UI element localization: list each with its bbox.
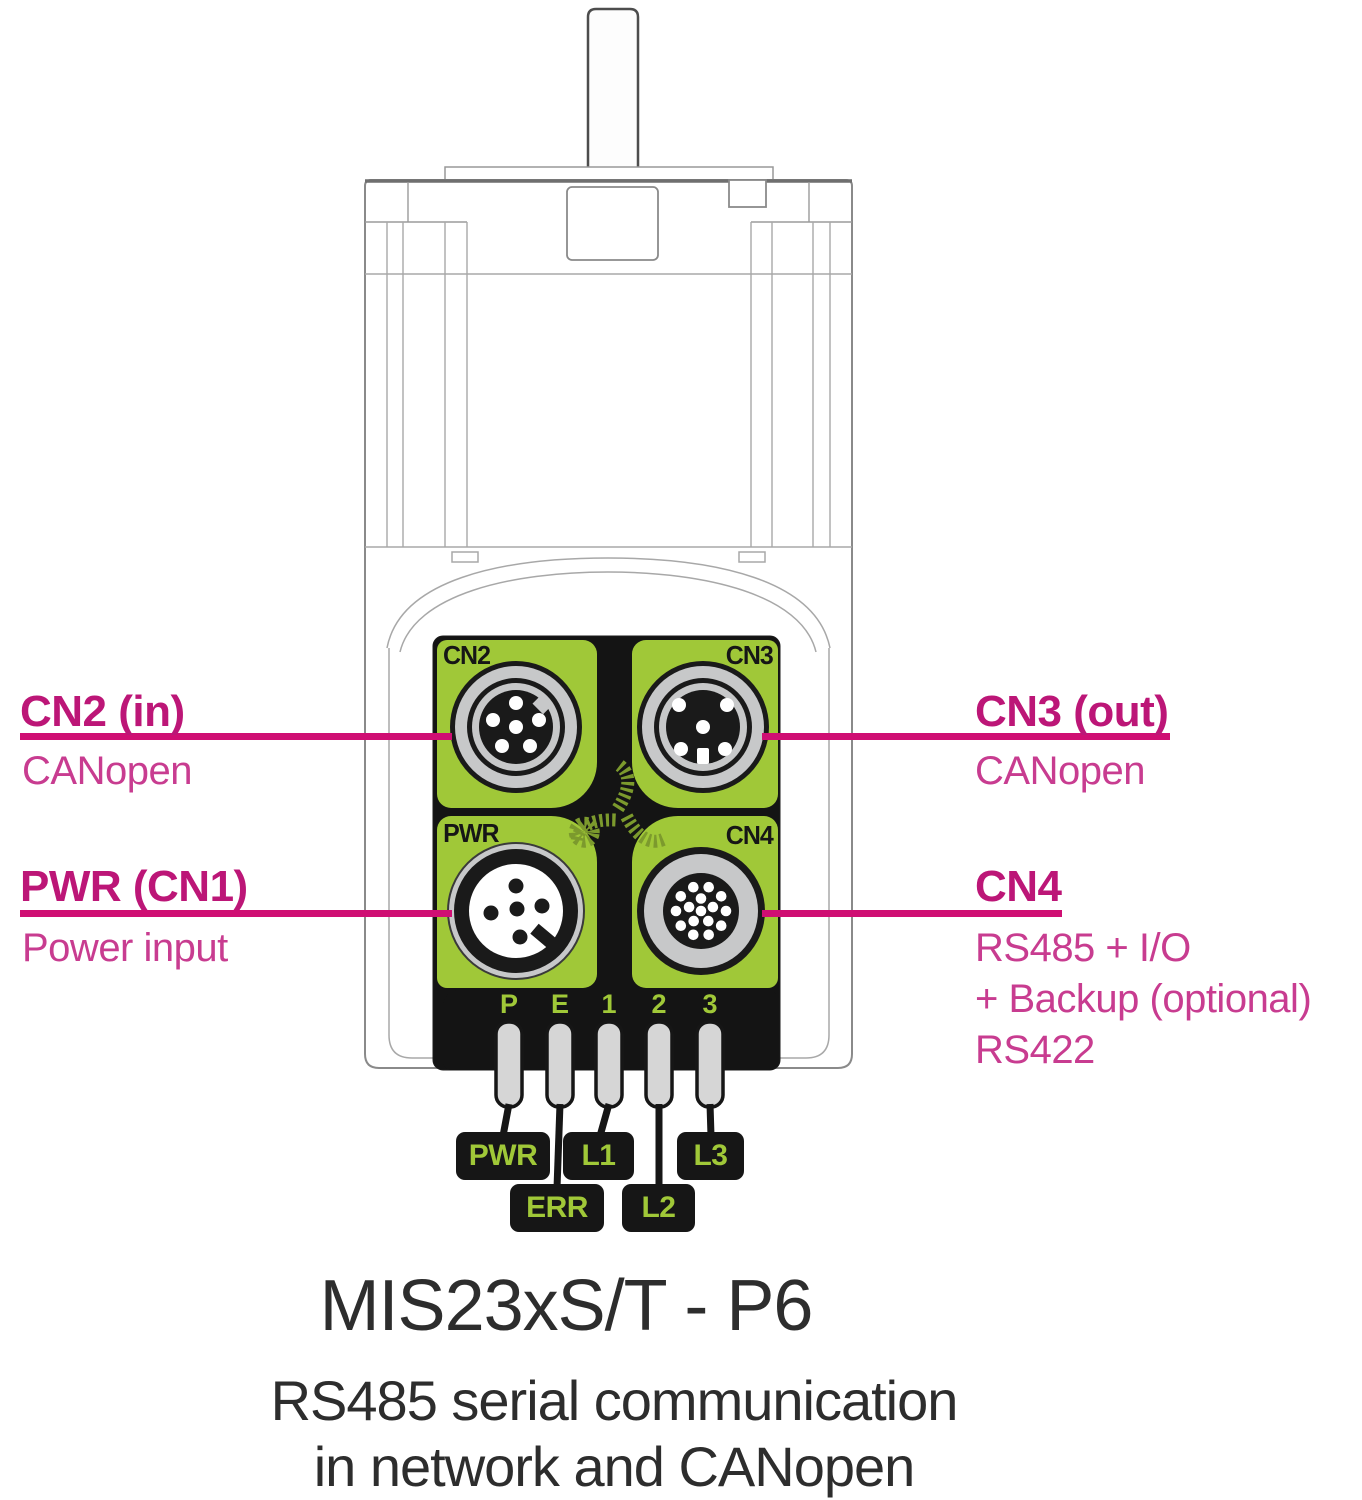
led-tag-err: ERR xyxy=(510,1184,604,1232)
cn2-connector xyxy=(450,661,582,793)
led-letter-1: 1 xyxy=(601,989,617,1019)
tile-label-cn4: CN4 xyxy=(725,820,774,850)
tile-label-cn3: CN3 xyxy=(725,640,774,670)
led-pipe-1 xyxy=(594,1020,624,1109)
cn2-callout-title: CN2 (in) xyxy=(20,687,185,736)
cn2-callout-desc: CANopen xyxy=(22,749,192,793)
pwr-callout-title: PWR (CN1) xyxy=(20,862,248,911)
led-letter-e: E xyxy=(550,989,569,1019)
cn4-leader-line xyxy=(762,910,1062,917)
cn4-callout-desc-line3: RS422 xyxy=(975,1028,1095,1072)
rear-cap xyxy=(386,551,831,1059)
cn2-leader-line xyxy=(20,733,452,740)
led-pipe-2 xyxy=(644,1020,674,1109)
cn3-leader-line xyxy=(762,733,1170,740)
led-letter-3: 3 xyxy=(702,989,718,1019)
led-letter-2: 2 xyxy=(651,989,667,1019)
product-subtitle-line2: in network and CANopen xyxy=(313,1434,916,1498)
motor-shaft xyxy=(586,7,640,187)
motor-flange xyxy=(444,166,774,182)
led-tag-pwr: PWR xyxy=(456,1132,550,1180)
product-title: MIS23xS/T - P6 xyxy=(319,1266,814,1346)
cn4-callout-desc-line2: + Backup (optional) xyxy=(975,977,1312,1021)
led-tag-l1: L1 xyxy=(563,1132,634,1180)
pwr-leader-line xyxy=(20,910,452,917)
shaft-boss xyxy=(566,186,659,261)
cn3-callout-desc: CANopen xyxy=(975,749,1145,793)
led-pipe-e xyxy=(545,1020,575,1109)
cn4-connector xyxy=(637,847,765,975)
led-pipe-p xyxy=(494,1020,524,1109)
cn4-callout-title: CN4 xyxy=(975,862,1062,911)
led-pipes xyxy=(494,1020,725,1109)
product-subtitle: RS485 serial communication in network an… xyxy=(214,1368,1014,1499)
pwr-connector xyxy=(447,842,585,980)
led-tag-l2: L2 xyxy=(622,1184,695,1232)
top-right-box xyxy=(728,179,767,208)
tile-label-cn2: CN2 xyxy=(442,640,491,670)
tile-label-pwr: PWR xyxy=(443,818,499,848)
product-subtitle-line1: RS485 serial communication xyxy=(270,1369,959,1432)
cn3-connector xyxy=(637,661,769,793)
led-letter-p: P xyxy=(499,989,518,1019)
triskelion-logo-icon xyxy=(568,758,668,848)
pwr-callout-desc: Power input xyxy=(22,926,228,970)
connector-panel xyxy=(432,635,781,1189)
led-tag-l3: L3 xyxy=(677,1132,744,1180)
cn3-callout-title: CN3 (out) xyxy=(975,687,1169,736)
cn4-callout-desc-line1: RS485 + I/O xyxy=(975,926,1191,970)
led-pipe-3 xyxy=(695,1020,725,1109)
led-tag-stems xyxy=(499,1103,715,1189)
